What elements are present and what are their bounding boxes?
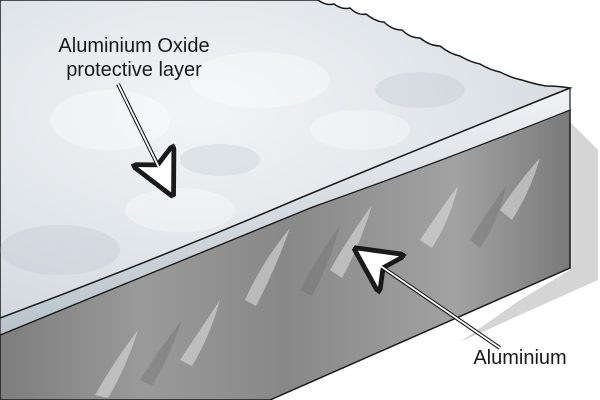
oxide-shading (0, 72, 465, 275)
metal-dark-streaks (140, 186, 506, 386)
slab-shadow (460, 112, 598, 342)
oxide-label-line2: protective layer (66, 59, 202, 81)
oxide-texture (50, 52, 410, 232)
metal-highlights (95, 158, 540, 398)
oxide-layer-label: Aluminium Oxide protective layer (24, 34, 244, 82)
oxide-surface (0, 0, 573, 319)
aluminium-label: Aluminium (473, 347, 567, 369)
oxide-label-line1: Aluminium Oxide (58, 35, 210, 57)
